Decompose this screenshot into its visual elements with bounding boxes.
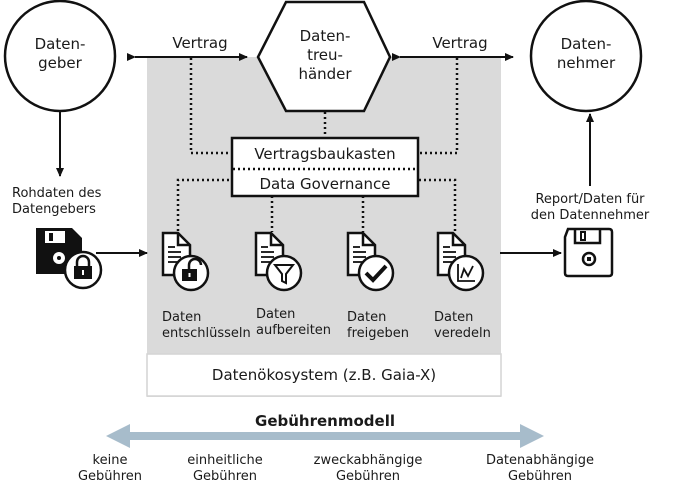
data-recipient-node (529, 0, 643, 113)
data-trustee-label: Daten-treu-händer (298, 27, 352, 83)
fee-model-title: Gebührenmodell (255, 412, 395, 430)
contract-left-label: Vertrag (172, 34, 228, 52)
contract-right-label: Vertrag (432, 34, 488, 52)
unlock-icon (172, 254, 210, 292)
checkmark-icon (357, 254, 395, 292)
data-governance-label: Data Governance (259, 175, 391, 193)
data-provider-label: Daten-geber (34, 35, 86, 72)
output-floppy-icon (563, 227, 614, 278)
data-provider-node (3, 0, 117, 113)
ecosystem-label-box (146, 353, 502, 397)
contract-governance-box (230, 136, 420, 198)
contract-toolkit-label: Vertragsbaukasten (254, 145, 396, 163)
fee-model-arrow (106, 424, 544, 448)
lock-icon (63, 250, 103, 290)
ecosystem-label: Datenökosystem (z.B. Gaia-X) (211, 366, 437, 384)
data-trustee-node (256, 0, 392, 113)
chart-icon (447, 254, 485, 292)
data-recipient-label: Daten-nehmer (556, 35, 616, 72)
filter-icon (265, 254, 303, 292)
